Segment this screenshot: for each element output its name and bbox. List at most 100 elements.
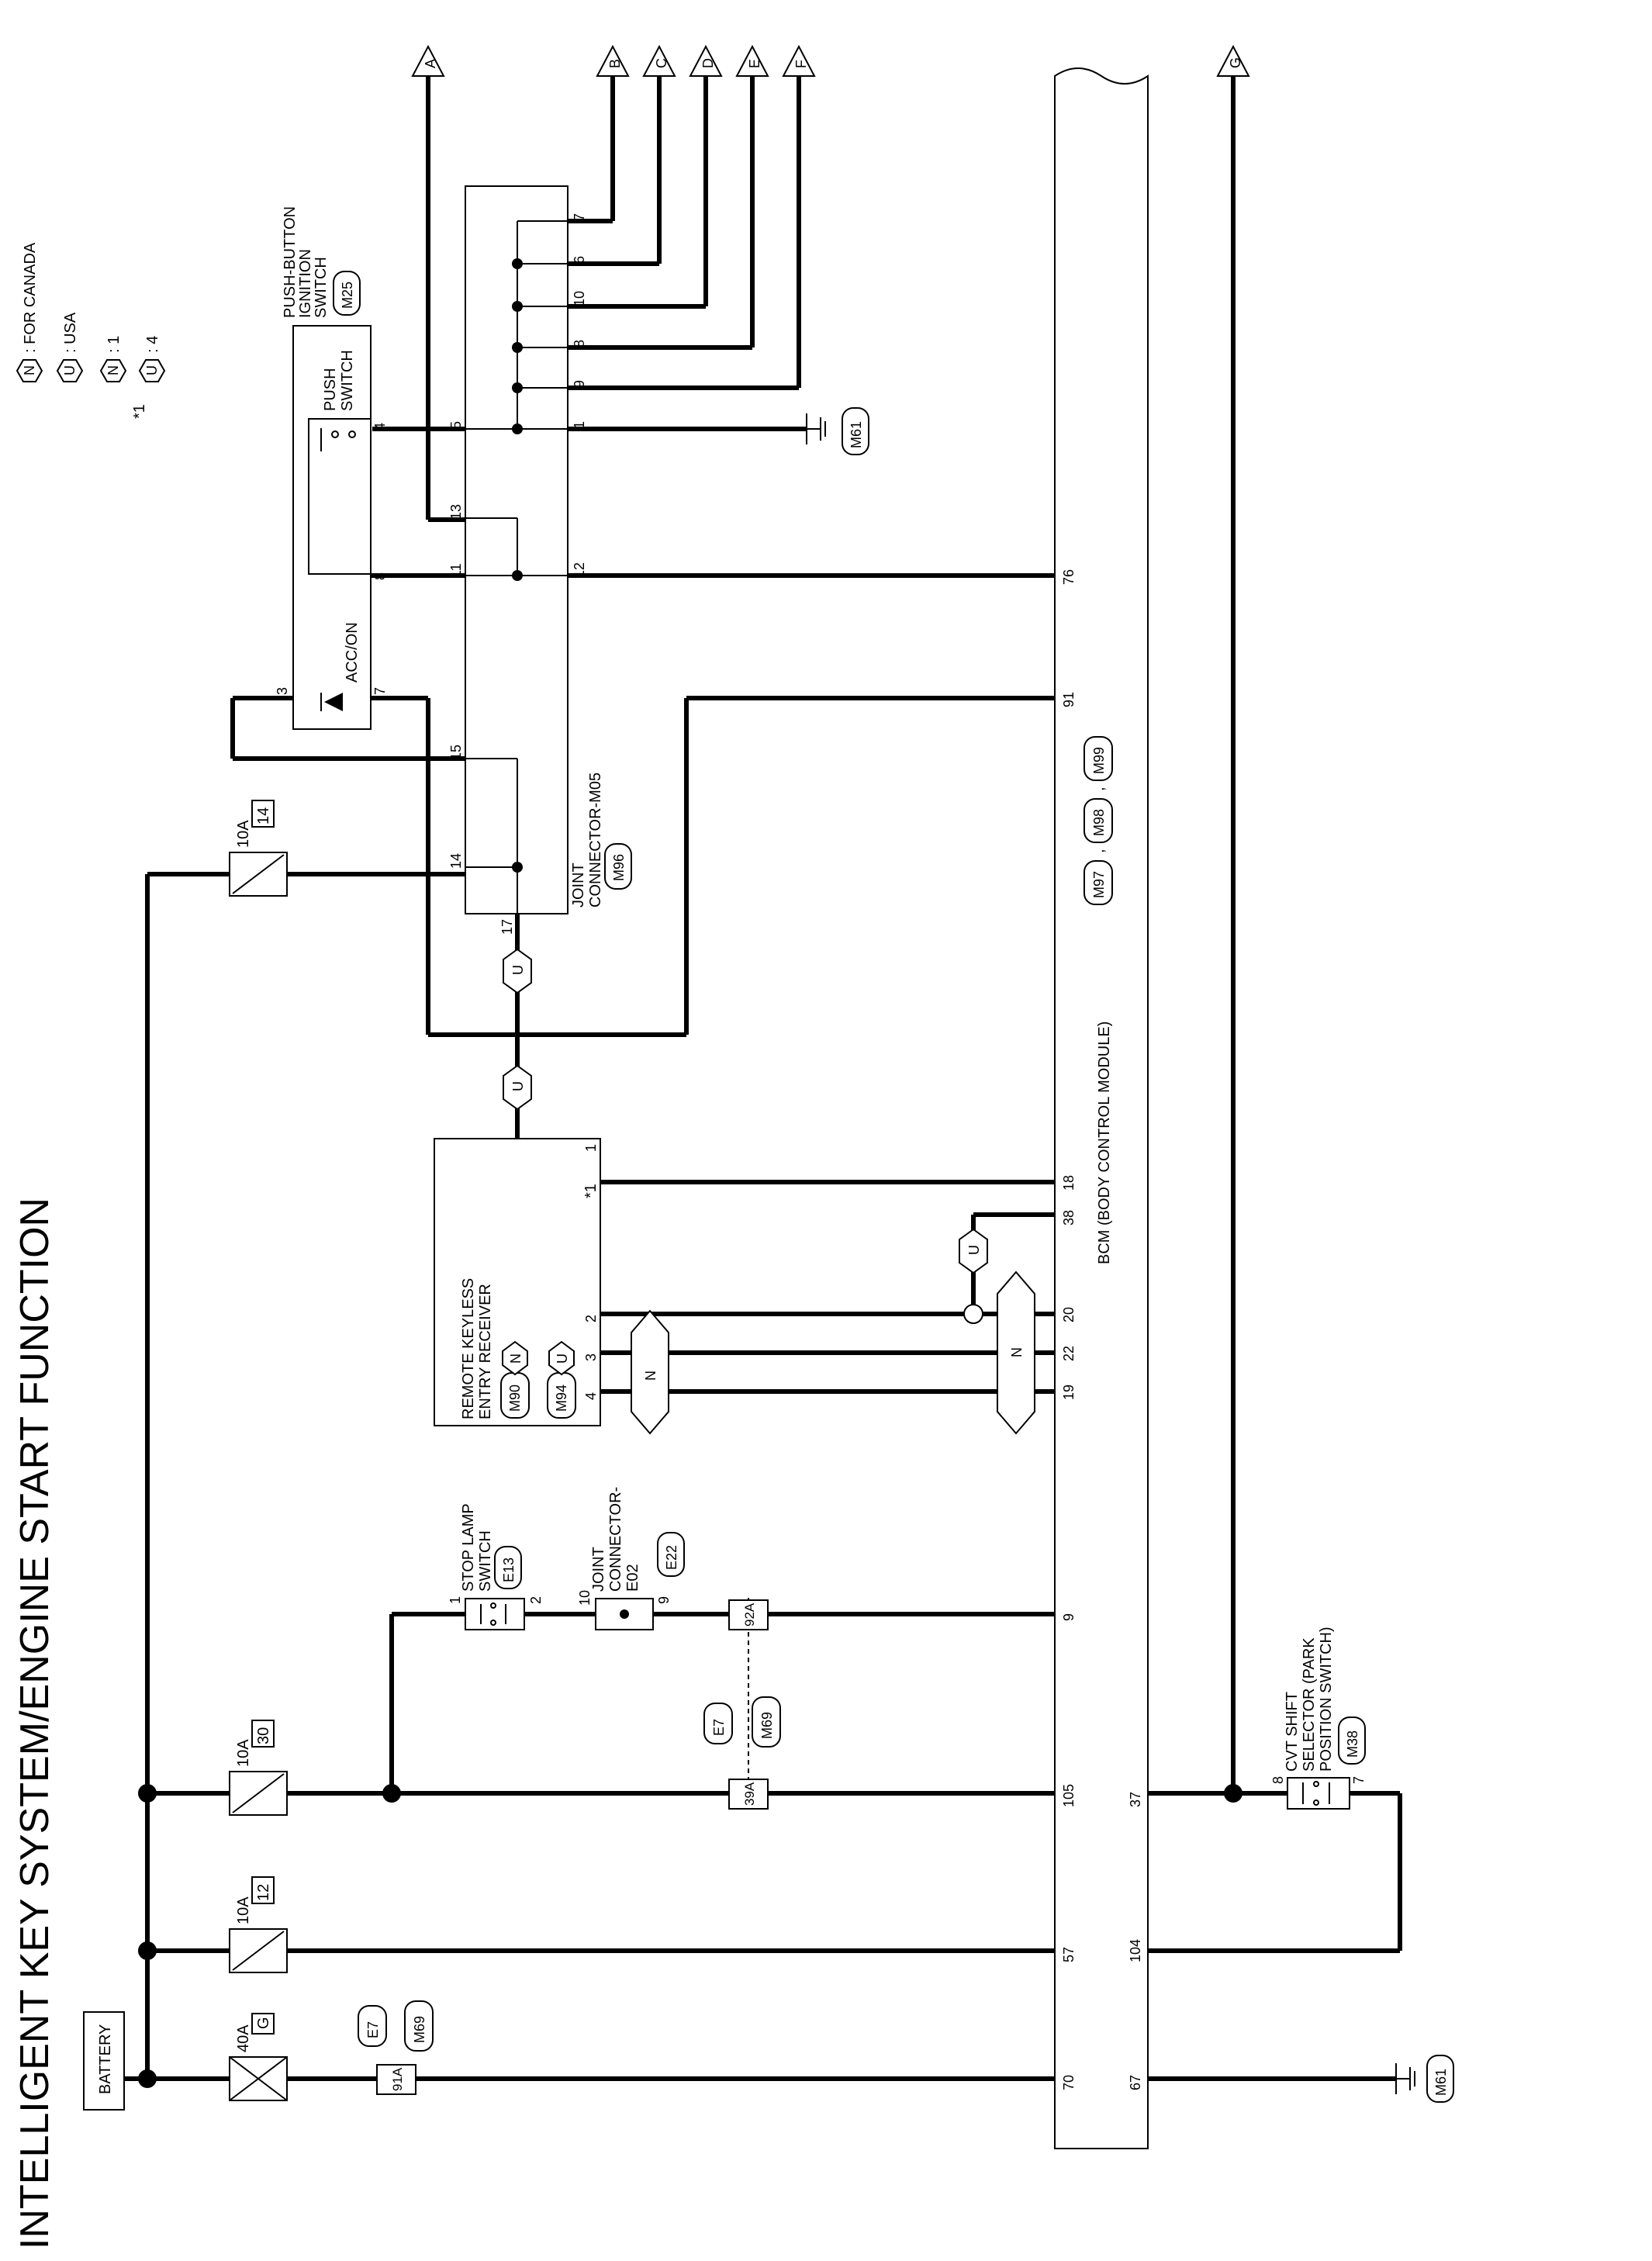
svg-text:ENTRY RECEIVER: ENTRY RECEIVER <box>477 1284 494 1419</box>
svg-text:5: 5 <box>448 421 464 429</box>
svg-text:M96: M96 <box>611 854 627 881</box>
svg-text:: FOR CANADA: : FOR CANADA <box>22 242 39 353</box>
svg-text:2: 2 <box>583 1315 599 1322</box>
svg-text:10A: 10A <box>235 1739 252 1767</box>
ground-m61-bottom: M61 <box>1148 2055 1454 2103</box>
svg-text:67: 67 <box>1128 2075 1143 2090</box>
svg-text:30: 30 <box>255 1727 272 1744</box>
svg-text:13: 13 <box>448 504 464 520</box>
joint-connector-e02: 10 9 JOINT CONNECTOR- E02 E22 <box>577 1487 685 1630</box>
svg-text:JOINT: JOINT <box>570 863 587 908</box>
battery: BATTERY <box>83 2011 125 2111</box>
svg-text:M97: M97 <box>1091 871 1107 898</box>
svg-text:1: 1 <box>448 1596 463 1604</box>
svg-text:15: 15 <box>448 745 464 760</box>
svg-text:JOINT: JOINT <box>590 1547 607 1592</box>
svg-text:B: B <box>607 59 623 68</box>
svg-text:39A: 39A <box>742 1782 757 1806</box>
svg-text:M94: M94 <box>554 1385 569 1412</box>
svg-text:3: 3 <box>583 1353 599 1361</box>
svg-text:M90: M90 <box>507 1385 523 1412</box>
svg-text:E: E <box>747 59 762 68</box>
svg-text:POSITION SWITCH): POSITION SWITCH) <box>1318 1627 1335 1772</box>
svg-text:U: U <box>510 1081 526 1091</box>
svg-text:CVT SHIFT: CVT SHIFT <box>1284 1692 1301 1772</box>
svg-text:M25: M25 <box>340 282 355 309</box>
svg-text:14: 14 <box>448 853 464 869</box>
svg-text:9: 9 <box>1061 1613 1077 1621</box>
svg-text:20: 20 <box>1061 1307 1077 1322</box>
svg-text:4: 4 <box>583 1392 599 1400</box>
legend-item-3: N : 1 <box>99 336 127 382</box>
svg-text:N: N <box>1009 1347 1025 1357</box>
svg-text:76: 76 <box>1061 569 1077 585</box>
svg-text:10A: 10A <box>235 1896 252 1924</box>
svg-text:PUSH: PUSH <box>322 368 339 411</box>
svg-text:U: U <box>555 1353 570 1364</box>
svg-text:22: 22 <box>1061 1346 1077 1361</box>
fuse-10a-30: 10A 30 <box>147 1720 288 1816</box>
svg-text:6: 6 <box>572 256 587 264</box>
svg-text:: 1: : 1 <box>105 336 123 353</box>
svg-text:CONNECTOR-: CONNECTOR- <box>607 1487 624 1592</box>
legend-item-1: N : FOR CANADA <box>16 242 43 382</box>
svg-text:91A: 91A <box>390 2067 405 2091</box>
svg-text:G: G <box>1228 57 1243 68</box>
remote-keyless-entry-receiver: REMOTE KEYLESS ENTRY RECEIVER M90 : N M9… <box>434 1138 601 1426</box>
svg-text:8: 8 <box>572 340 587 347</box>
ground-m61-top: M61 <box>372 407 869 455</box>
joint-connector-m05: 7 6 10 8 9 1 13 11 12 15 14 17 5 JOINT C… <box>448 185 632 935</box>
svg-text:3: 3 <box>275 687 290 695</box>
svg-text:M61: M61 <box>1433 2069 1449 2096</box>
svg-text:: USA: : USA <box>62 312 79 353</box>
svg-text:18: 18 <box>1061 1175 1077 1191</box>
svg-text:9: 9 <box>572 380 587 388</box>
svg-text:E02: E02 <box>624 1564 641 1592</box>
svg-text:57: 57 <box>1061 1947 1077 1962</box>
svg-text:17: 17 <box>499 919 515 935</box>
svg-text:BATTERY: BATTERY <box>97 2024 114 2094</box>
svg-text:PUSH-BUTTON: PUSH-BUTTON <box>282 206 299 318</box>
svg-text:D: D <box>700 58 716 68</box>
connector-91a: 91A E7 M69 <box>358 2000 434 2095</box>
svg-text:*1: *1 <box>582 1184 600 1198</box>
svg-text:N: N <box>508 1353 524 1364</box>
svg-text:10: 10 <box>572 291 587 306</box>
svg-text:M69: M69 <box>759 1712 775 1739</box>
svg-text:F: F <box>793 60 809 68</box>
cvt-shift-selector: 8 7 CVT SHIFT SELECTOR (PARK POSITION SW… <box>1270 1627 1367 1810</box>
svg-text:M38: M38 <box>1345 1730 1360 1758</box>
svg-text:U: U <box>144 365 160 375</box>
svg-text:M99: M99 <box>1091 747 1107 774</box>
svg-text:70: 70 <box>1061 2075 1077 2090</box>
svg-text:9: 9 <box>656 1596 672 1604</box>
svg-text:12: 12 <box>255 1884 272 1901</box>
svg-text:2: 2 <box>528 1596 544 1604</box>
svg-text:U: U <box>62 365 78 375</box>
svg-text:M69: M69 <box>412 2016 427 2043</box>
svg-text:G: G <box>255 2017 272 2029</box>
connector-39a: 39A <box>728 1779 769 1810</box>
svg-text:92A: 92A <box>742 1602 757 1627</box>
svg-text:STOP LAMP: STOP LAMP <box>460 1503 477 1592</box>
svg-text:8: 8 <box>1270 1776 1286 1784</box>
svg-text:U: U <box>510 965 526 975</box>
svg-text:,: , <box>1090 849 1108 853</box>
offpage-connectors: A B C D E F G <box>411 44 1250 520</box>
legend: *1 N : FOR CANADA U : USA N : 1 U : 4 <box>16 242 166 419</box>
fuse-10a-14: 10A 14 <box>147 800 288 897</box>
svg-text:BCM (BODY CONTROL MODULE): BCM (BODY CONTROL MODULE) <box>1096 1022 1113 1264</box>
svg-text:U: U <box>966 1245 982 1255</box>
svg-text:7: 7 <box>372 687 388 695</box>
svg-text:10A: 10A <box>235 820 252 848</box>
bcm-module: 70 57 105 9 19 22 20 38 18 91 76 67 104 … <box>1054 67 1149 2149</box>
svg-text:1: 1 <box>583 1144 599 1152</box>
svg-text:SWITCH: SWITCH <box>477 1530 494 1592</box>
svg-text:A: A <box>423 59 438 68</box>
svg-text:,: , <box>1090 787 1108 791</box>
svg-text:19: 19 <box>1061 1385 1077 1400</box>
fuse-10a-12: 10A 12 <box>147 1876 288 1973</box>
svg-text:4: 4 <box>372 423 388 430</box>
svg-text:: 4: : 4 <box>144 336 161 353</box>
